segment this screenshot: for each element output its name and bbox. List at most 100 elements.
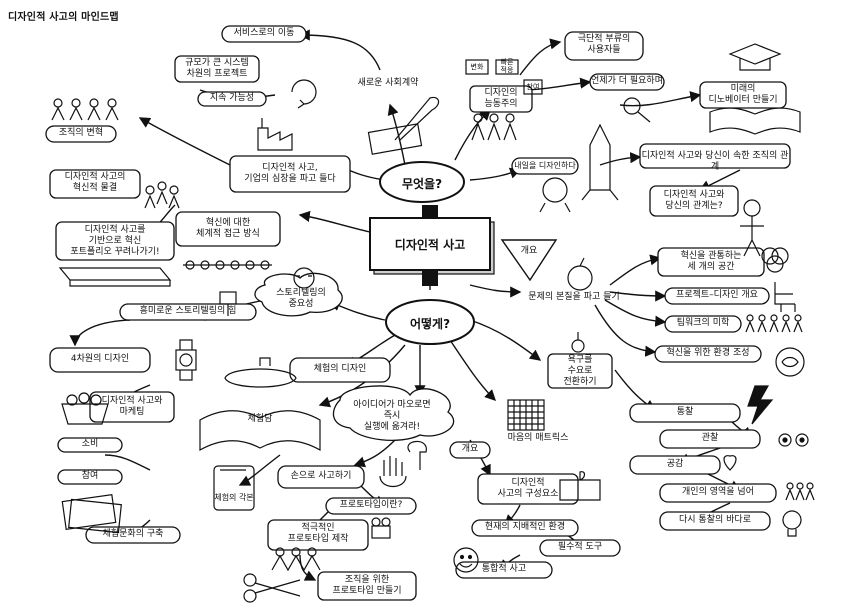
rocket-icon — [581, 123, 619, 201]
box-org-prototype — [317, 571, 417, 601]
node-prototype-q: 프로토타입이란? — [339, 500, 403, 510]
connector-bottom — [422, 270, 438, 286]
center-box — [369, 217, 491, 271]
branch-future — [619, 91, 702, 107]
node-mind-matrix: 마음의 매트릭스 — [507, 433, 569, 443]
node-back-to-insight: 다시 통찰의 바다로 — [679, 515, 751, 525]
box-active-prototype — [267, 519, 369, 551]
node-sustainability: 지속 가능성 — [209, 93, 255, 103]
box-org-relation — [639, 143, 791, 169]
node-break-rules: 디자인적 사고, 기업의 심장을 파고 들다 — [244, 163, 336, 184]
node-experience-design: 체험의 디자인 — [313, 364, 367, 374]
film-camera-icon — [371, 517, 391, 539]
node-experience-script: 체험의 각본 — [214, 493, 254, 502]
open-book-icon — [709, 107, 801, 135]
box-sustain — [197, 91, 267, 107]
node-consumption: 소비 — [81, 439, 99, 449]
magnifier-icon — [623, 97, 651, 123]
node-integrated-thinking: 통합적 사고 — [481, 564, 527, 574]
boxing-glove-icon — [571, 332, 585, 353]
node-team-culture: 팀워크의 미학 — [676, 318, 730, 328]
node-story-importance: 스토리텔링의 중요성 — [276, 288, 326, 309]
sketches — [51, 43, 815, 603]
branch-what-newcontract — [387, 103, 406, 166]
hands-icon — [379, 456, 407, 488]
puzzle-icon — [559, 471, 601, 501]
box-why — [589, 73, 665, 91]
box-large-system — [174, 55, 260, 83]
center-node — [369, 205, 495, 286]
box-tools — [539, 539, 621, 557]
cards-icon — [61, 493, 122, 534]
box-future — [699, 81, 787, 109]
paper-people-icon — [271, 547, 321, 572]
node-beyond-individual: 개인의 영역을 넘어 — [682, 487, 754, 497]
node-adapt: 빠른 적응 — [500, 58, 514, 74]
branch-problem-three — [609, 254, 662, 286]
node-current-limits: 현재의 지배적인 환경 — [484, 522, 566, 532]
branch-system — [298, 210, 371, 233]
box-back — [659, 511, 771, 531]
node-marketing: 디자인적 사고와 마케팅 — [101, 396, 163, 417]
people-group-icon — [51, 98, 119, 121]
box-empathy — [629, 455, 721, 475]
node-future-innovators: 미래의 디노베이터 만들기 — [708, 84, 778, 105]
box-design-inside — [511, 157, 579, 175]
quill-pen-icon — [367, 96, 440, 155]
box-experience — [289, 357, 391, 383]
node-your-relation: 디자인적 사고와 당신의 관계는? — [663, 190, 725, 211]
venn-icon — [761, 247, 789, 273]
box-active — [469, 85, 533, 113]
box-marketing — [89, 391, 175, 423]
node-design-inside: 내일을 디자인하다 — [514, 161, 576, 170]
overview-triangle — [500, 239, 558, 282]
recycle-icon — [291, 79, 317, 109]
node-portfolio: 디자인적 사고를 기반으로 혁신 포트폴리오 꾸려나가기! — [70, 225, 160, 257]
node-org-relation: 디자인적 사고와 당신이 속한 조직의 관계 — [641, 151, 789, 172]
branch-org-relation — [599, 152, 642, 166]
factory-icon — [257, 118, 293, 151]
dots-chain-icon — [183, 260, 272, 270]
apple-icon — [567, 257, 593, 291]
jar-icon — [213, 465, 255, 511]
node-experience-book: 체험담 — [247, 414, 273, 424]
branch-env — [594, 304, 657, 357]
node-empathy: 공감 — [666, 459, 684, 469]
branch-org-change — [138, 117, 231, 166]
branch-what-design-inside — [469, 167, 522, 181]
box-participation — [57, 469, 123, 485]
node-overview2: 개요 — [461, 444, 479, 454]
box-your-relation — [649, 185, 739, 217]
box-system — [175, 211, 281, 247]
center-node-label: 디자인적 사고 — [394, 238, 466, 252]
stick-person-icon — [740, 199, 764, 257]
node-service-shift: 서비스로의 이동 — [233, 28, 295, 38]
node-hand-thinking: 손으로 사고하기 — [290, 471, 352, 481]
person-head-icon — [293, 267, 315, 289]
branch-what-active — [454, 109, 491, 161]
branch-script — [238, 454, 281, 486]
broken-book-icon — [58, 267, 172, 287]
scissors-icon — [243, 573, 301, 603]
node-problem-dig: 문제의 본질을 파고 들기 — [528, 292, 620, 302]
heart-icon — [723, 455, 737, 471]
node-idea-into-action: 아이디어가 마오로면 즉시 실행에 옮겨라! — [353, 400, 431, 432]
hub-how-label: 어떻게? — [409, 317, 451, 331]
node-participant: 참여 — [526, 83, 540, 91]
fishbowl-icon — [775, 347, 805, 377]
node-org-revolution: 디자인적 사고의 혁신적 물결 — [64, 172, 126, 193]
box-breakrules — [229, 155, 351, 193]
branch-overview-problem — [469, 284, 522, 298]
lightbulb-icon — [782, 510, 802, 537]
wristwatch-icon — [175, 339, 197, 381]
box-portfolio — [55, 221, 175, 261]
node-components: 디자인적 사고의 구성요소 — [497, 478, 559, 499]
smiley-face-icon — [453, 547, 479, 573]
page-title: 디자인적 사고의 마인드맵 — [8, 12, 119, 23]
box-fourth — [49, 347, 151, 373]
protest-sign-icon — [219, 291, 237, 316]
box-service-shift — [221, 25, 307, 43]
box-org-revolution — [49, 169, 141, 199]
submarine-icon — [224, 357, 297, 388]
